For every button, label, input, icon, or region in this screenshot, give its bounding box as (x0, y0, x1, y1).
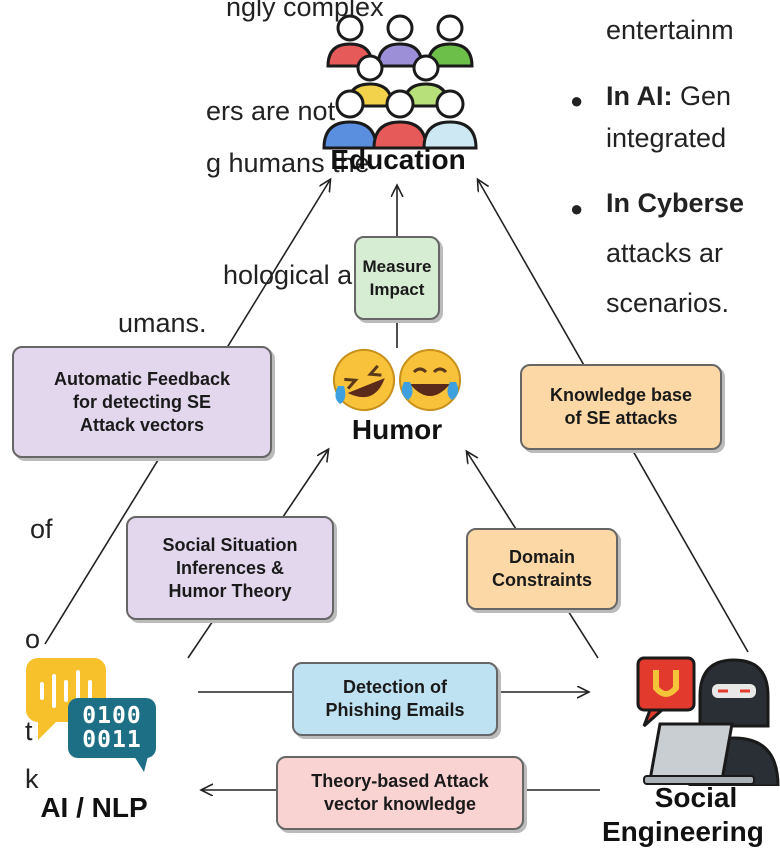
bullet-dot: ● (570, 88, 584, 113)
laughing-emoji-icon (333, 349, 461, 411)
theory-attack-box: Theory-based Attack vector knowledge (276, 756, 524, 830)
bg-text-line: attacks ar (606, 238, 724, 268)
bg-text-line: umans. (118, 308, 207, 338)
domain-constraints-box: Domain Constraints (466, 528, 618, 610)
bg-text-line: ngly complex (226, 0, 384, 22)
social-label: Social (654, 782, 738, 813)
bg-text-line: integrated (606, 123, 727, 153)
education-label: Education (330, 144, 466, 175)
detection-phishing-box: Detection of Phishing Emails (292, 662, 498, 736)
bg-bold: In AI: (606, 81, 673, 111)
bg-text-line: g humans the (206, 148, 370, 178)
bg-text-line: scenarios. (606, 288, 730, 318)
bg-text-line: t (25, 716, 33, 746)
ai-code-text: 0100 0011 (82, 703, 142, 753)
bg-text-line: of (30, 514, 53, 544)
bg-text-line: k (25, 764, 39, 794)
ai-speech-icon (26, 658, 156, 772)
bg-rest: Gen (672, 81, 732, 111)
bg-text-line: entertainm (606, 15, 734, 45)
ai-nlp-label: AI / NLP (40, 792, 148, 823)
bg-text-line: In AI: Gen (606, 83, 731, 110)
bg-text-line: In Cyberse (606, 190, 744, 217)
bullet-dot: ● (570, 196, 584, 221)
bg-text-line: o (25, 624, 41, 654)
engineering-label: Engineering (602, 816, 764, 847)
humor-label: Humor (351, 414, 443, 445)
measure-impact-box: Measure Impact (354, 236, 440, 320)
knowledge-base-box: Knowledge base of SE attacks (520, 364, 722, 450)
bg-text-line: ers are not (206, 96, 336, 126)
bg-bold: In Cyberse (606, 188, 745, 218)
social-situation-box: Social Situation Inferences & Humor Theo… (126, 516, 334, 620)
automatic-feedback-box: Automatic Feedback for detecting SE Atta… (12, 346, 272, 458)
hacker-icon (636, 656, 780, 786)
people-group-icon (322, 14, 478, 150)
